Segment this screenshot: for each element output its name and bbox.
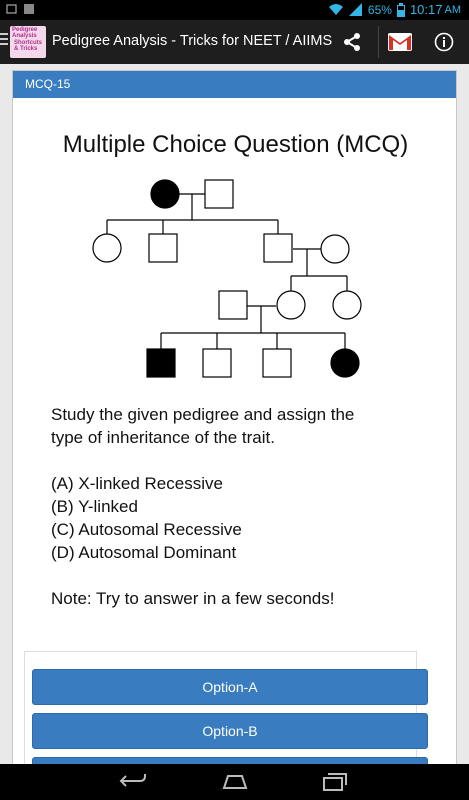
battery-percent: 65% [367, 2, 392, 17]
recents-icon[interactable] [320, 770, 350, 792]
navigation-bar [0, 764, 469, 800]
info-icon [434, 32, 454, 52]
question-title: Multiple Choice Question (MCQ) [62, 131, 409, 158]
clock-ampm: AM [444, 3, 462, 16]
question-line: type of inheritance of the trait. [51, 428, 275, 447]
pedigree-male [148, 233, 178, 263]
pedigree-female [276, 290, 306, 320]
pedigree-male [202, 348, 232, 378]
notification-icon [6, 4, 17, 14]
wifi-icon [328, 4, 343, 15]
choice-a: (A) X-linked Recessive [51, 474, 223, 493]
choice-d: (D) Autosomal Dominant [51, 543, 237, 562]
note-text: Note: Try to answer in a few seconds! [51, 589, 335, 608]
app-title: Pedigree Analysis - Tricks for NEET / AI… [52, 33, 333, 49]
pedigree-male [262, 348, 292, 378]
choice-list: (A) X-linked Recessive (B) Y-linked (C) … [51, 472, 354, 564]
question-card: MCQ-15 Multiple Choice Question (MCQ) [12, 70, 457, 793]
share-button[interactable] [332, 26, 372, 58]
option-b-button[interactable]: Option-B [32, 713, 428, 749]
pedigree-affected-male [146, 348, 176, 378]
pedigree-female [92, 233, 122, 263]
gmail-icon [387, 33, 412, 51]
status-bar: 65% 10:17 AM [0, 0, 469, 20]
drawer-menu-icon[interactable] [0, 33, 8, 48]
logo-text-2: Shortcuts & Tricks [14, 40, 43, 52]
option-a-button[interactable]: Option-A [32, 669, 428, 705]
action-bar: Pedigree Analysis Shortcuts & Tricks Ped… [0, 20, 469, 64]
pedigree-affected-female [330, 348, 360, 378]
pedigree-male [263, 233, 293, 263]
pedigree-male [204, 179, 234, 209]
gmail-button[interactable] [378, 26, 420, 58]
choice-b: (B) Y-linked [51, 497, 138, 516]
pedigree-affected-female [150, 179, 180, 209]
question-line: Study the given pedigree and assign the [51, 405, 355, 424]
battery-icon [396, 2, 405, 17]
logo-text-1: Pedigree Analysis [12, 27, 38, 39]
choice-c: (C) Autosomal Recessive [51, 520, 242, 539]
back-icon[interactable] [118, 770, 148, 792]
card-header: MCQ-15 [13, 71, 456, 98]
image-notification-icon [24, 4, 34, 14]
info-button[interactable] [428, 26, 460, 58]
app-logo[interactable]: Pedigree Analysis Shortcuts & Tricks [10, 26, 46, 58]
signal-icon [348, 3, 362, 16]
clock: 10:17 [409, 2, 443, 17]
home-icon[interactable] [220, 770, 250, 792]
pedigree-male [218, 290, 248, 320]
question-text: Study the given pedigree and assign the … [51, 403, 354, 610]
pedigree-female [332, 290, 362, 320]
share-icon [344, 33, 360, 51]
pedigree-female [320, 234, 350, 264]
pedigree-chart [92, 179, 362, 378]
